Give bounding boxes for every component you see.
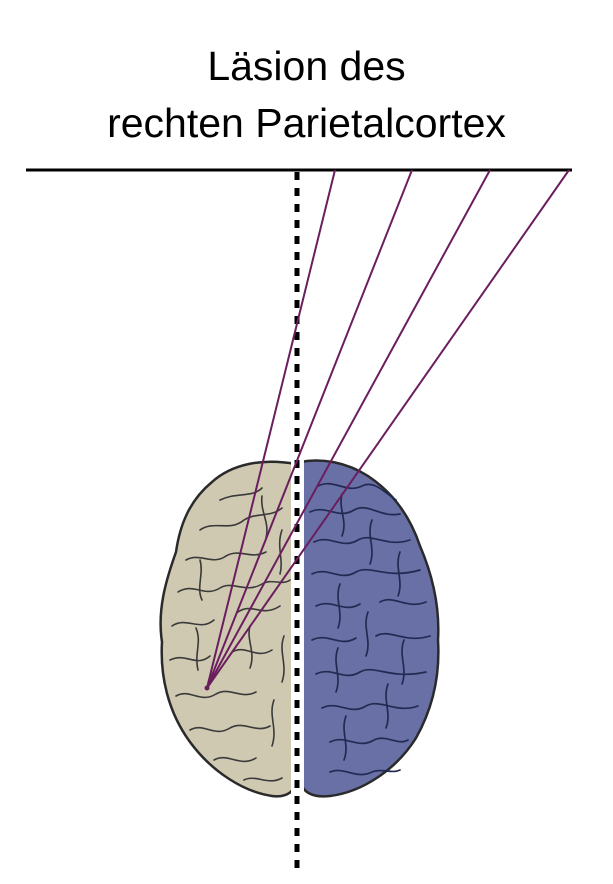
ray-3 (206, 169, 491, 689)
left-gyri (169, 487, 291, 782)
ray-1 (206, 169, 336, 689)
title-line-1: Läsion des (207, 43, 406, 89)
right-hemisphere (298, 459, 440, 798)
left-hemisphere (159, 460, 298, 798)
diagram-title: Läsion des rechten Parietalcortex (0, 38, 613, 152)
attention-rays (206, 169, 570, 689)
ray-2 (206, 169, 413, 689)
right-gyri (309, 482, 431, 776)
ray-4 (206, 169, 570, 689)
title-line-2: rechten Parietalcortex (107, 100, 506, 146)
lesion-point (204, 685, 210, 691)
